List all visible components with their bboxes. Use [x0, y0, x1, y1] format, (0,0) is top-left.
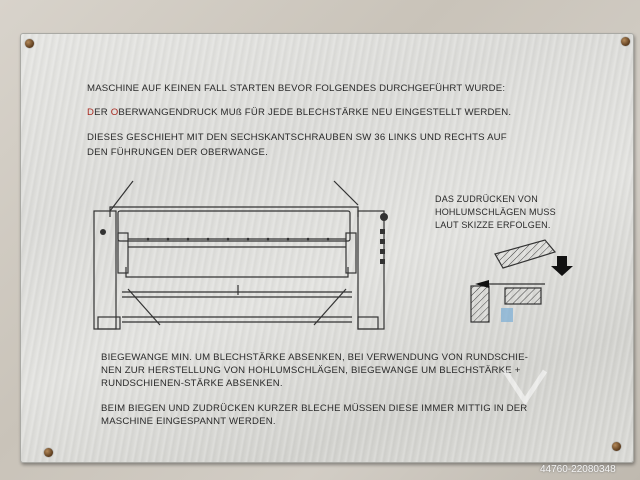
bottom-line-2: NEN ZUR HERSTELLUNG VON HOHLUMSCHLÄGEN, … — [101, 365, 521, 376]
screw-top-right — [621, 37, 630, 46]
instruction-line-4: DEN FÜHRUNGEN DER OBERWANGE. — [87, 147, 268, 158]
bottom-line-3: RUNDSCHIENEN-STÄRKE ABSENKEN. — [101, 378, 283, 389]
red-letter: D — [87, 107, 95, 118]
blue-tape — [501, 308, 513, 322]
hem-closing-sketch — [470, 239, 573, 323]
watermark-id: 44760-22080348 — [540, 464, 616, 475]
instruction-line-2: DER OBERWANGENDRUCK MUß FÜR JEDE BLECHST… — [87, 107, 511, 118]
text-fragment: ER — [94, 107, 111, 118]
watermark-logo-icon — [502, 369, 548, 406]
instruction-line-3: DIESES GESCHIEHT MIT DEN SECHSKANTSCHRAU… — [87, 132, 507, 143]
bottom-line-1: BIEGEWANGE MIN. UM BLECHSTÄRKE ABSENKEN,… — [101, 352, 529, 363]
screw-top-left — [25, 39, 34, 48]
instruction-line-1: MASCHINE AUF KEINEN FALL STARTEN BEVOR F… — [87, 83, 506, 94]
inset-caption-1: DAS ZUDRÜCKEN VON — [435, 194, 538, 204]
folding-machine-diagram — [93, 180, 388, 330]
screw-bottom-right — [612, 442, 621, 451]
red-letter: O — [110, 107, 119, 118]
bottom-line-5: MASCHINE EINGESPANNT WERDEN. — [101, 416, 276, 427]
text-fragment: BERWANGENDRUCK MUß FÜR JEDE BLECHSTÄRKE … — [118, 107, 512, 118]
inset-caption-3: LAUT SKIZZE ERFOLGEN. — [435, 220, 551, 230]
screw-bottom-left — [44, 448, 53, 457]
inset-caption-2: HOHLUMSCHLÄGEN MUSS — [435, 207, 556, 217]
bottom-line-4: BEIM BIEGEN UND ZUDRÜCKEN KURZER BLECHE … — [101, 403, 528, 414]
